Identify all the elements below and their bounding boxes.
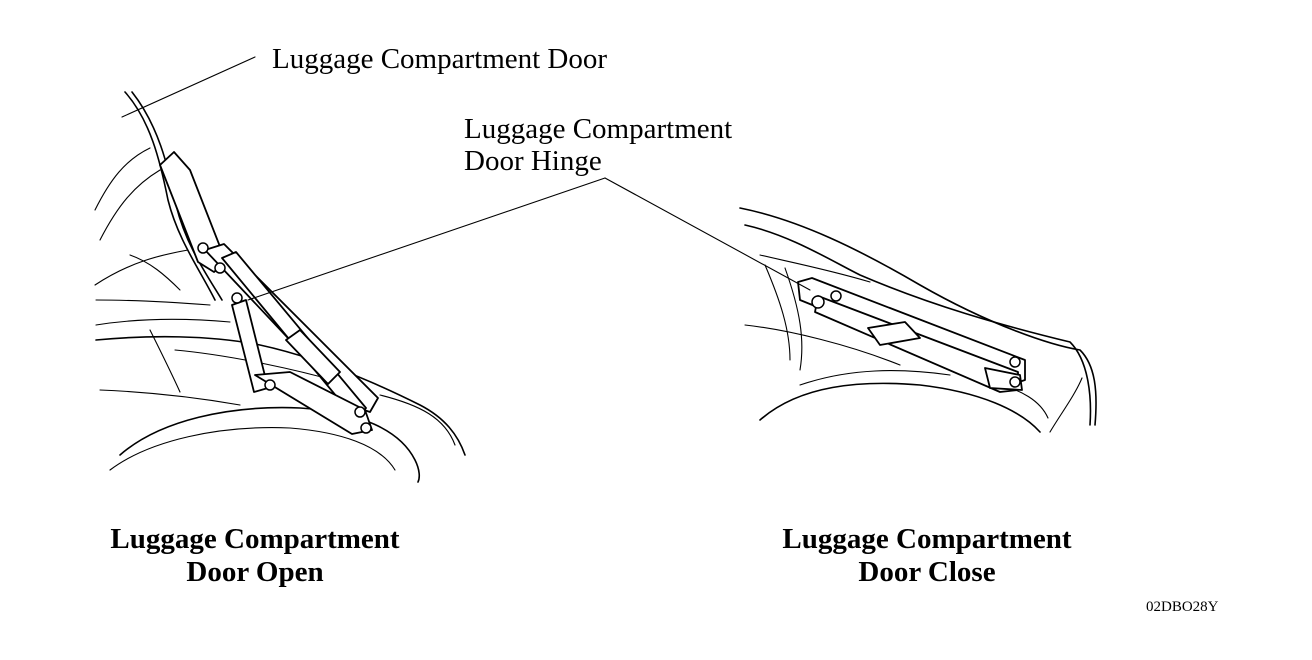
- figure-code: 02DBO28Y: [1146, 599, 1219, 615]
- hinge-callout-label-line2: Door Hinge: [464, 145, 602, 177]
- door-callout-label: Luggage Compartment Door: [272, 43, 608, 75]
- door-open-illustration: [94, 91, 466, 483]
- door-open-caption-line1: Luggage Compartment: [110, 523, 400, 555]
- door-leader-line: [121, 56, 256, 118]
- door-close-caption-line2: Door Close: [858, 556, 996, 588]
- hinge-callout-label-line1: Luggage Compartment: [464, 113, 733, 145]
- hinge-leader-line-left: [247, 177, 606, 301]
- door-close-caption-line1: Luggage Compartment: [782, 523, 1072, 555]
- door-open-caption-line2: Door Open: [186, 556, 324, 588]
- door-close-illustration: [739, 207, 1097, 433]
- hinge-leader-line-right: [604, 177, 811, 291]
